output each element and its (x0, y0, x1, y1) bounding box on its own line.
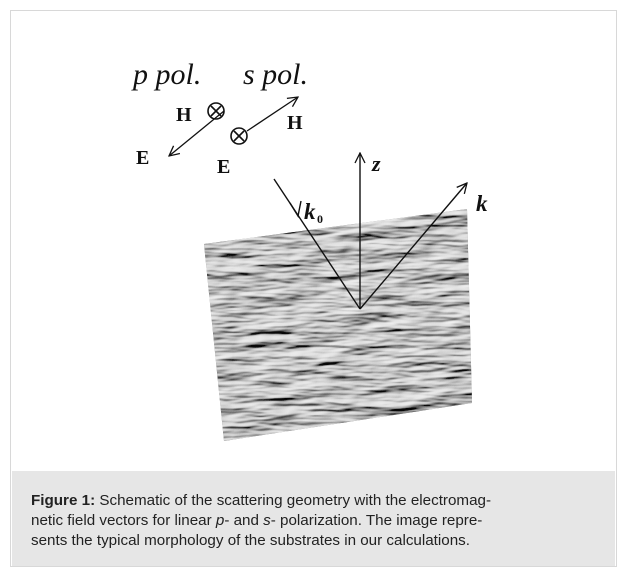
p-E-arrow (169, 110, 225, 156)
caption-lead: Figure 1: (31, 492, 96, 509)
caption-line2-b: - and (224, 512, 264, 529)
caption-s: s (263, 512, 271, 529)
p-H-label: H (176, 104, 192, 126)
z-label: z (371, 151, 381, 176)
p-H-into-page-icon (207, 102, 225, 120)
k0-arrowhead (289, 200, 302, 218)
caption-p: p (215, 512, 225, 529)
k-label: k (476, 191, 488, 216)
s-pol-label: s pol. (243, 58, 308, 91)
k-scattered-arrow (359, 183, 467, 310)
rough-surface-image (204, 209, 472, 441)
caption-line2-a: netic field vectors for linear (31, 512, 216, 529)
p-pol-label: p pol. (131, 58, 201, 91)
s-H-arrow (246, 97, 298, 132)
s-E-into-page-icon (230, 127, 248, 145)
scattering-diagram: p pol. s pol. H E H E z k 0 k (131, 58, 488, 441)
k0-subscript: 0 (317, 212, 323, 226)
k0-label: k (304, 199, 316, 224)
figure-frame: p pol. s pol. H E H E z k 0 k F (10, 10, 617, 567)
k0-incident-arrow (273, 178, 361, 310)
p-E-label: E (136, 147, 149, 169)
s-E-label: E (217, 156, 230, 178)
s-H-label: H (287, 112, 303, 134)
caption-line1: Schematic of the scattering geometry wit… (95, 492, 492, 509)
caption-line3: sents the typical morphology of the subs… (31, 532, 470, 549)
figure-caption: Figure 1: Schematic of the scattering ge… (12, 471, 615, 566)
caption-line2-c: - polarization. The image repre- (270, 512, 483, 529)
